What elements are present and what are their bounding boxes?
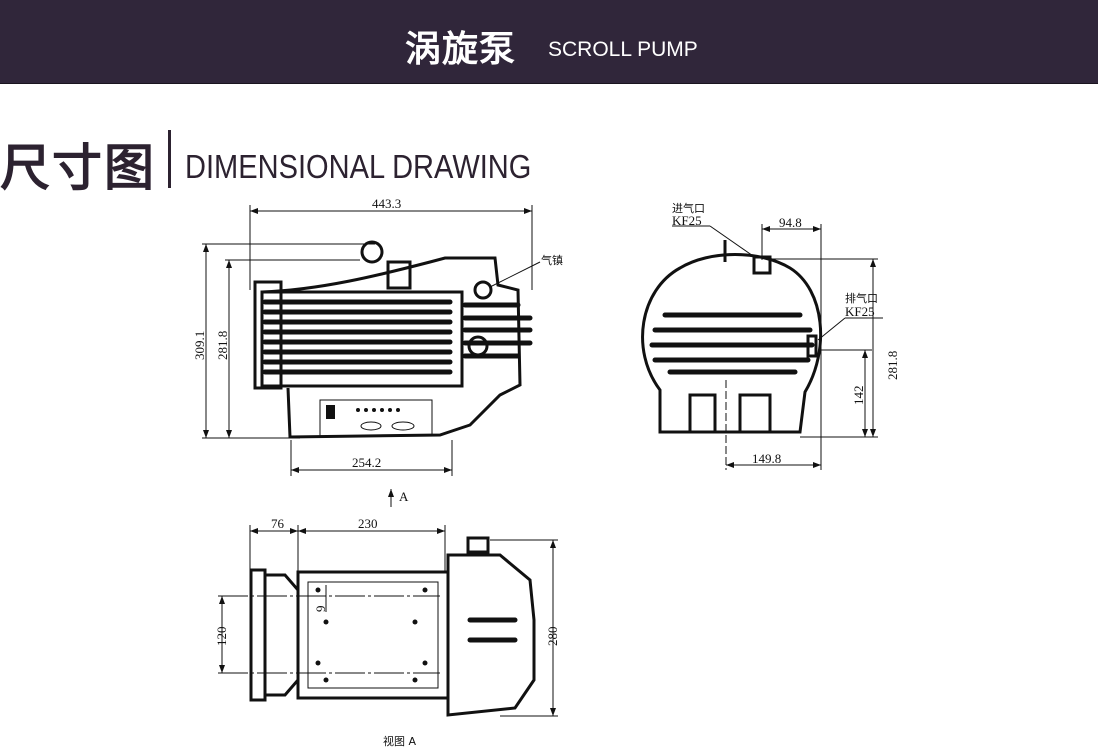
- dim-height-total: 309.1: [192, 331, 207, 360]
- section-title-en: DIMENSIONAL DRAWING: [185, 148, 532, 185]
- inlet-size: KF25: [672, 213, 702, 228]
- inlet-label: 进气口: [672, 201, 705, 215]
- dim-width: 280: [545, 627, 560, 647]
- dim-outlet-height: 142: [851, 386, 866, 406]
- outlet-size: KF25: [845, 304, 875, 319]
- side-view: 气镇 443.3 309.1 281.8 254.2 A: [192, 196, 563, 507]
- dim-offset: 76: [271, 516, 285, 531]
- section-title-cn: 尺寸图: [0, 139, 156, 197]
- section-divider: [168, 130, 171, 188]
- bottom-view: 76 230 120 280 9 视图 A: [214, 516, 560, 747]
- header-banner: 涡旋泵 SCROLL PUMP: [0, 0, 1098, 84]
- dim-height-body: 281.8: [215, 331, 230, 360]
- view-arrow-label: A: [399, 489, 409, 504]
- cooling-fins: [262, 299, 533, 375]
- dim-inlet-offset: 94.8: [779, 215, 802, 230]
- outlet-label: 排气口: [845, 291, 878, 305]
- gas-ballast-valve-icon: [473, 280, 493, 300]
- dim-front-height: 281.8: [885, 351, 900, 380]
- header-title-cn: 涡旋泵: [405, 29, 517, 70]
- lifting-eye-icon: [360, 240, 384, 264]
- gas-ballast-label: 气镇: [541, 253, 563, 267]
- dim-base-offset: 149.8: [752, 451, 781, 466]
- dim-hole-spacing-x: 230: [358, 516, 378, 531]
- view-a-caption: 视图 A: [383, 734, 416, 747]
- dim-hole-spacing-y: 120: [214, 627, 229, 647]
- header-title-en: SCROLL PUMP: [548, 38, 698, 61]
- dim-base-length: 254.2: [352, 455, 381, 470]
- front-view: 进气口 KF25 排气口 KF25 94.8 281.8 142 149.8: [641, 201, 900, 470]
- dim-length: 443.3: [372, 196, 401, 211]
- dim-hole-dia: 9: [313, 606, 328, 613]
